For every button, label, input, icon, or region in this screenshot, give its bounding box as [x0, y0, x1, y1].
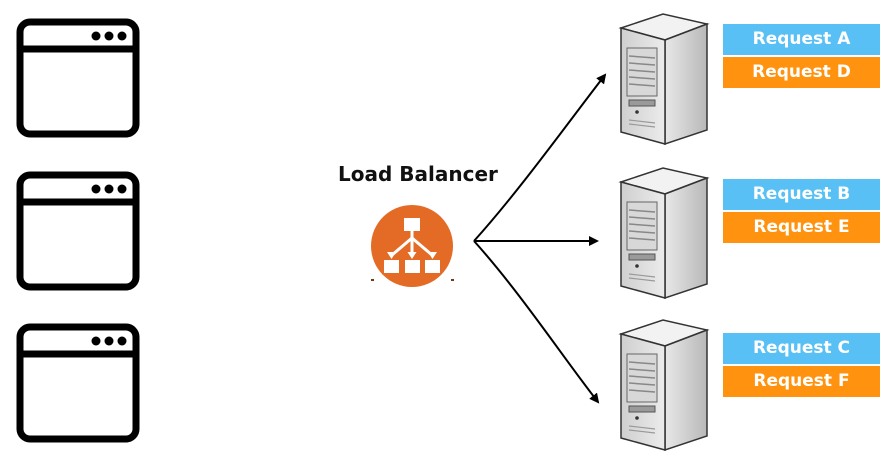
request-label: Request F [723, 366, 880, 397]
load-balancer-title: Load Balancer [338, 162, 498, 186]
server-tower-icon [607, 316, 717, 452]
request-label: Request A [723, 24, 880, 55]
server-3-request-list: Request C Request F [723, 333, 880, 397]
arrow-to-server-1 [473, 73, 607, 242]
server-tower-icon [607, 164, 717, 300]
request-label: Request D [723, 57, 880, 88]
client-browser-window-icon [16, 18, 140, 138]
request-label: Request E [723, 212, 880, 243]
client-browser-window-icon [16, 323, 140, 443]
server-1-request-list: Request A Request D [723, 24, 880, 88]
request-label: Request B [723, 179, 880, 210]
client-browser-window-icon [16, 171, 140, 291]
server-tower-icon [607, 10, 717, 146]
server-2-request-list: Request B Request E [723, 179, 880, 243]
load-balancer-icon [362, 205, 466, 291]
arrow-to-server-3 [473, 240, 600, 404]
request-label: Request C [723, 333, 880, 364]
